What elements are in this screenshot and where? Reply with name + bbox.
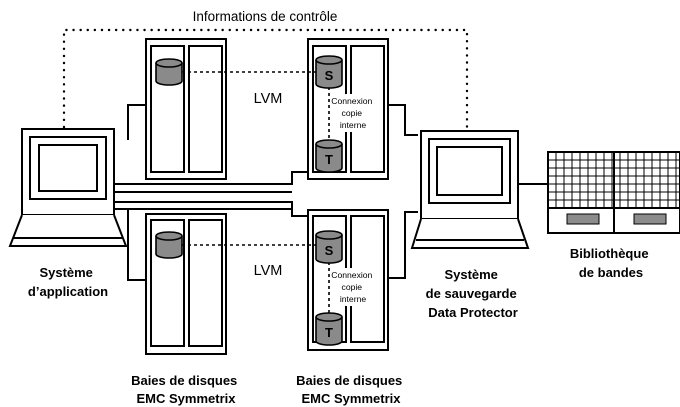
disk-icon bbox=[155, 58, 183, 86]
source-disk-icon bbox=[315, 230, 343, 264]
lower-lvm-label: LVM bbox=[254, 263, 283, 279]
backup-system-label-line2: de sauvegarde bbox=[426, 286, 517, 301]
lvm-links bbox=[182, 71, 330, 313]
backup-system-label-line3: Data Protector bbox=[428, 305, 518, 320]
right-disk-arrays-line1: Baies de disques bbox=[296, 373, 402, 388]
tape-library-label-line1: Bibliothèque bbox=[570, 246, 649, 261]
upper-lvm-label: LVM bbox=[254, 91, 283, 107]
target-disk-icon bbox=[315, 312, 343, 346]
lower-source-disk-letter: S bbox=[325, 243, 334, 258]
lower-target-disk-letter: T bbox=[325, 325, 333, 340]
upper-target-disk-letter: T bbox=[325, 152, 333, 167]
disk-icon bbox=[155, 231, 183, 259]
lower-internal-copy-line2: copie bbox=[342, 282, 363, 292]
tape-library bbox=[547, 151, 680, 234]
left-disk-arrays-line1: Baies de disques bbox=[131, 373, 237, 388]
upper-internal-copy-line3: interne bbox=[340, 120, 366, 130]
upper-internal-copy-line2: copie bbox=[342, 108, 363, 118]
tape-drive-slot-right bbox=[633, 213, 667, 225]
lower-internal-copy-line1: Connexion bbox=[331, 270, 372, 280]
internal-copy-label-boxes bbox=[333, 94, 375, 306]
application-system-computer bbox=[8, 128, 128, 247]
application-system-label-line2: d’application bbox=[28, 284, 108, 299]
backup-system-computer bbox=[410, 130, 530, 249]
tape-library-label: Bibliothèque de bandes bbox=[570, 246, 652, 280]
source-disk-icon bbox=[315, 55, 343, 89]
lower-internal-copy-label: Connexion copie interne bbox=[331, 270, 374, 304]
disk-array-cabinets bbox=[145, 38, 389, 355]
right-disk-arrays-label: Baies de disques EMC Symmetrix bbox=[296, 373, 406, 406]
left-disk-arrays-line2: EMC Symmetrix bbox=[137, 391, 237, 406]
right-disk-arrays-line2: EMC Symmetrix bbox=[302, 391, 402, 406]
application-system-label-line1: Système bbox=[39, 265, 92, 280]
backup-system-label: Système de sauvegarde Data Protector bbox=[426, 267, 521, 320]
disk-cylinders bbox=[155, 55, 343, 346]
tape-drive-slot-left bbox=[566, 213, 600, 225]
control-info-loop bbox=[62, 28, 469, 133]
target-disk-icon bbox=[315, 139, 343, 173]
application-system-label: Système d’application bbox=[28, 265, 108, 299]
upper-internal-copy-label: Connexion copie interne bbox=[331, 96, 374, 130]
left-disk-arrays-label: Baies de disques EMC Symmetrix bbox=[131, 373, 241, 406]
upper-internal-copy-line1: Connexion bbox=[331, 96, 372, 106]
lower-internal-copy-line3: interne bbox=[340, 294, 366, 304]
tape-library-label-line2: de bandes bbox=[579, 265, 643, 280]
connection-lines bbox=[114, 104, 548, 281]
upper-source-disk-letter: S bbox=[325, 68, 334, 83]
backup-system-label-line1: Système bbox=[444, 267, 497, 282]
control-info-label: Informations de contrôle bbox=[193, 9, 338, 24]
